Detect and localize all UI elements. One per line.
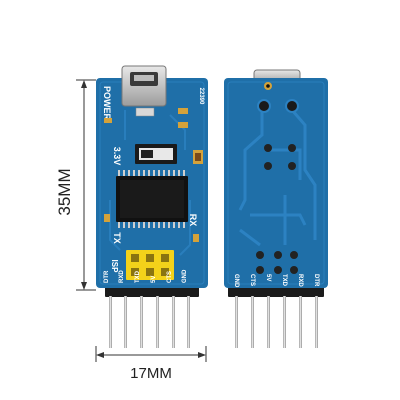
board-code: 22390 <box>198 88 204 105</box>
width-dimension: 17MM <box>95 346 207 382</box>
back-pin-label: 5V <box>265 274 271 281</box>
back-pin-label: TXD <box>281 274 287 287</box>
back-header-pins <box>228 286 324 348</box>
back-pin-label: DTR <box>313 274 319 287</box>
back-pads <box>256 82 299 274</box>
isp-label: ISP <box>110 260 119 274</box>
voltage-switch <box>135 144 177 164</box>
back-pin-labels: GND CTS 5V TXD RXD DTR <box>233 274 319 288</box>
front-pin-label: TXD <box>135 270 141 283</box>
back-board: GND CTS 5V TXD RXD DTR <box>224 69 328 348</box>
front-pin-label: RXD <box>119 270 125 283</box>
rx-label: RX <box>188 214 198 227</box>
front-pin-label: GND <box>182 269 188 283</box>
voltage-label: 3.3V <box>112 147 122 166</box>
usb-serial-chip <box>116 170 188 228</box>
front-board: POWER 22390 3.3V <box>96 65 208 348</box>
back-pin-label: RXD <box>297 274 303 287</box>
tx-label: TX <box>112 232 122 244</box>
front-pin-label: CTS <box>167 271 173 283</box>
power-label: POWER <box>102 86 112 121</box>
front-header-pins <box>105 286 199 348</box>
width-label: 17MM <box>130 365 172 382</box>
isp-header <box>126 250 174 280</box>
back-pin-label: CTS <box>249 274 255 286</box>
front-pin-labels: DTR RXD TXD 5V CTS GND <box>104 269 188 283</box>
front-pin-label: DTR <box>104 270 110 283</box>
back-pin-label: GND <box>233 274 239 288</box>
back-pcb <box>224 78 328 288</box>
height-label: 35MM <box>55 168 74 215</box>
mini-usb-connector <box>121 65 167 117</box>
front-pin-label: 5V <box>151 276 157 283</box>
height-dimension: 35MM <box>55 79 96 291</box>
